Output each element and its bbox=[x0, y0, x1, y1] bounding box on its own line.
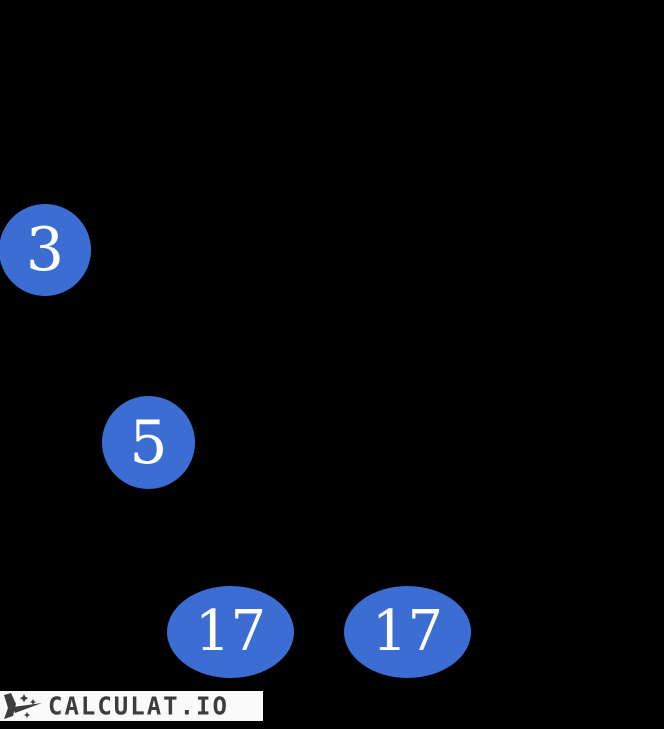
factor-node-17-right: 17 bbox=[344, 586, 471, 678]
watermark-text: CALCULAT.IO bbox=[48, 691, 229, 721]
factor-node-label: 3 bbox=[25, 215, 65, 285]
factor-node-label: 17 bbox=[371, 599, 444, 664]
factor-node-3: 3 bbox=[0, 204, 91, 296]
rocket-icon bbox=[4, 693, 42, 719]
watermark-bar: CALCULAT.IO bbox=[0, 691, 263, 721]
factor-node-label: 17 bbox=[194, 599, 267, 664]
factor-node-label: 5 bbox=[129, 407, 168, 478]
factor-node-5: 5 bbox=[102, 396, 195, 489]
factor-node-17-left: 17 bbox=[167, 586, 294, 678]
